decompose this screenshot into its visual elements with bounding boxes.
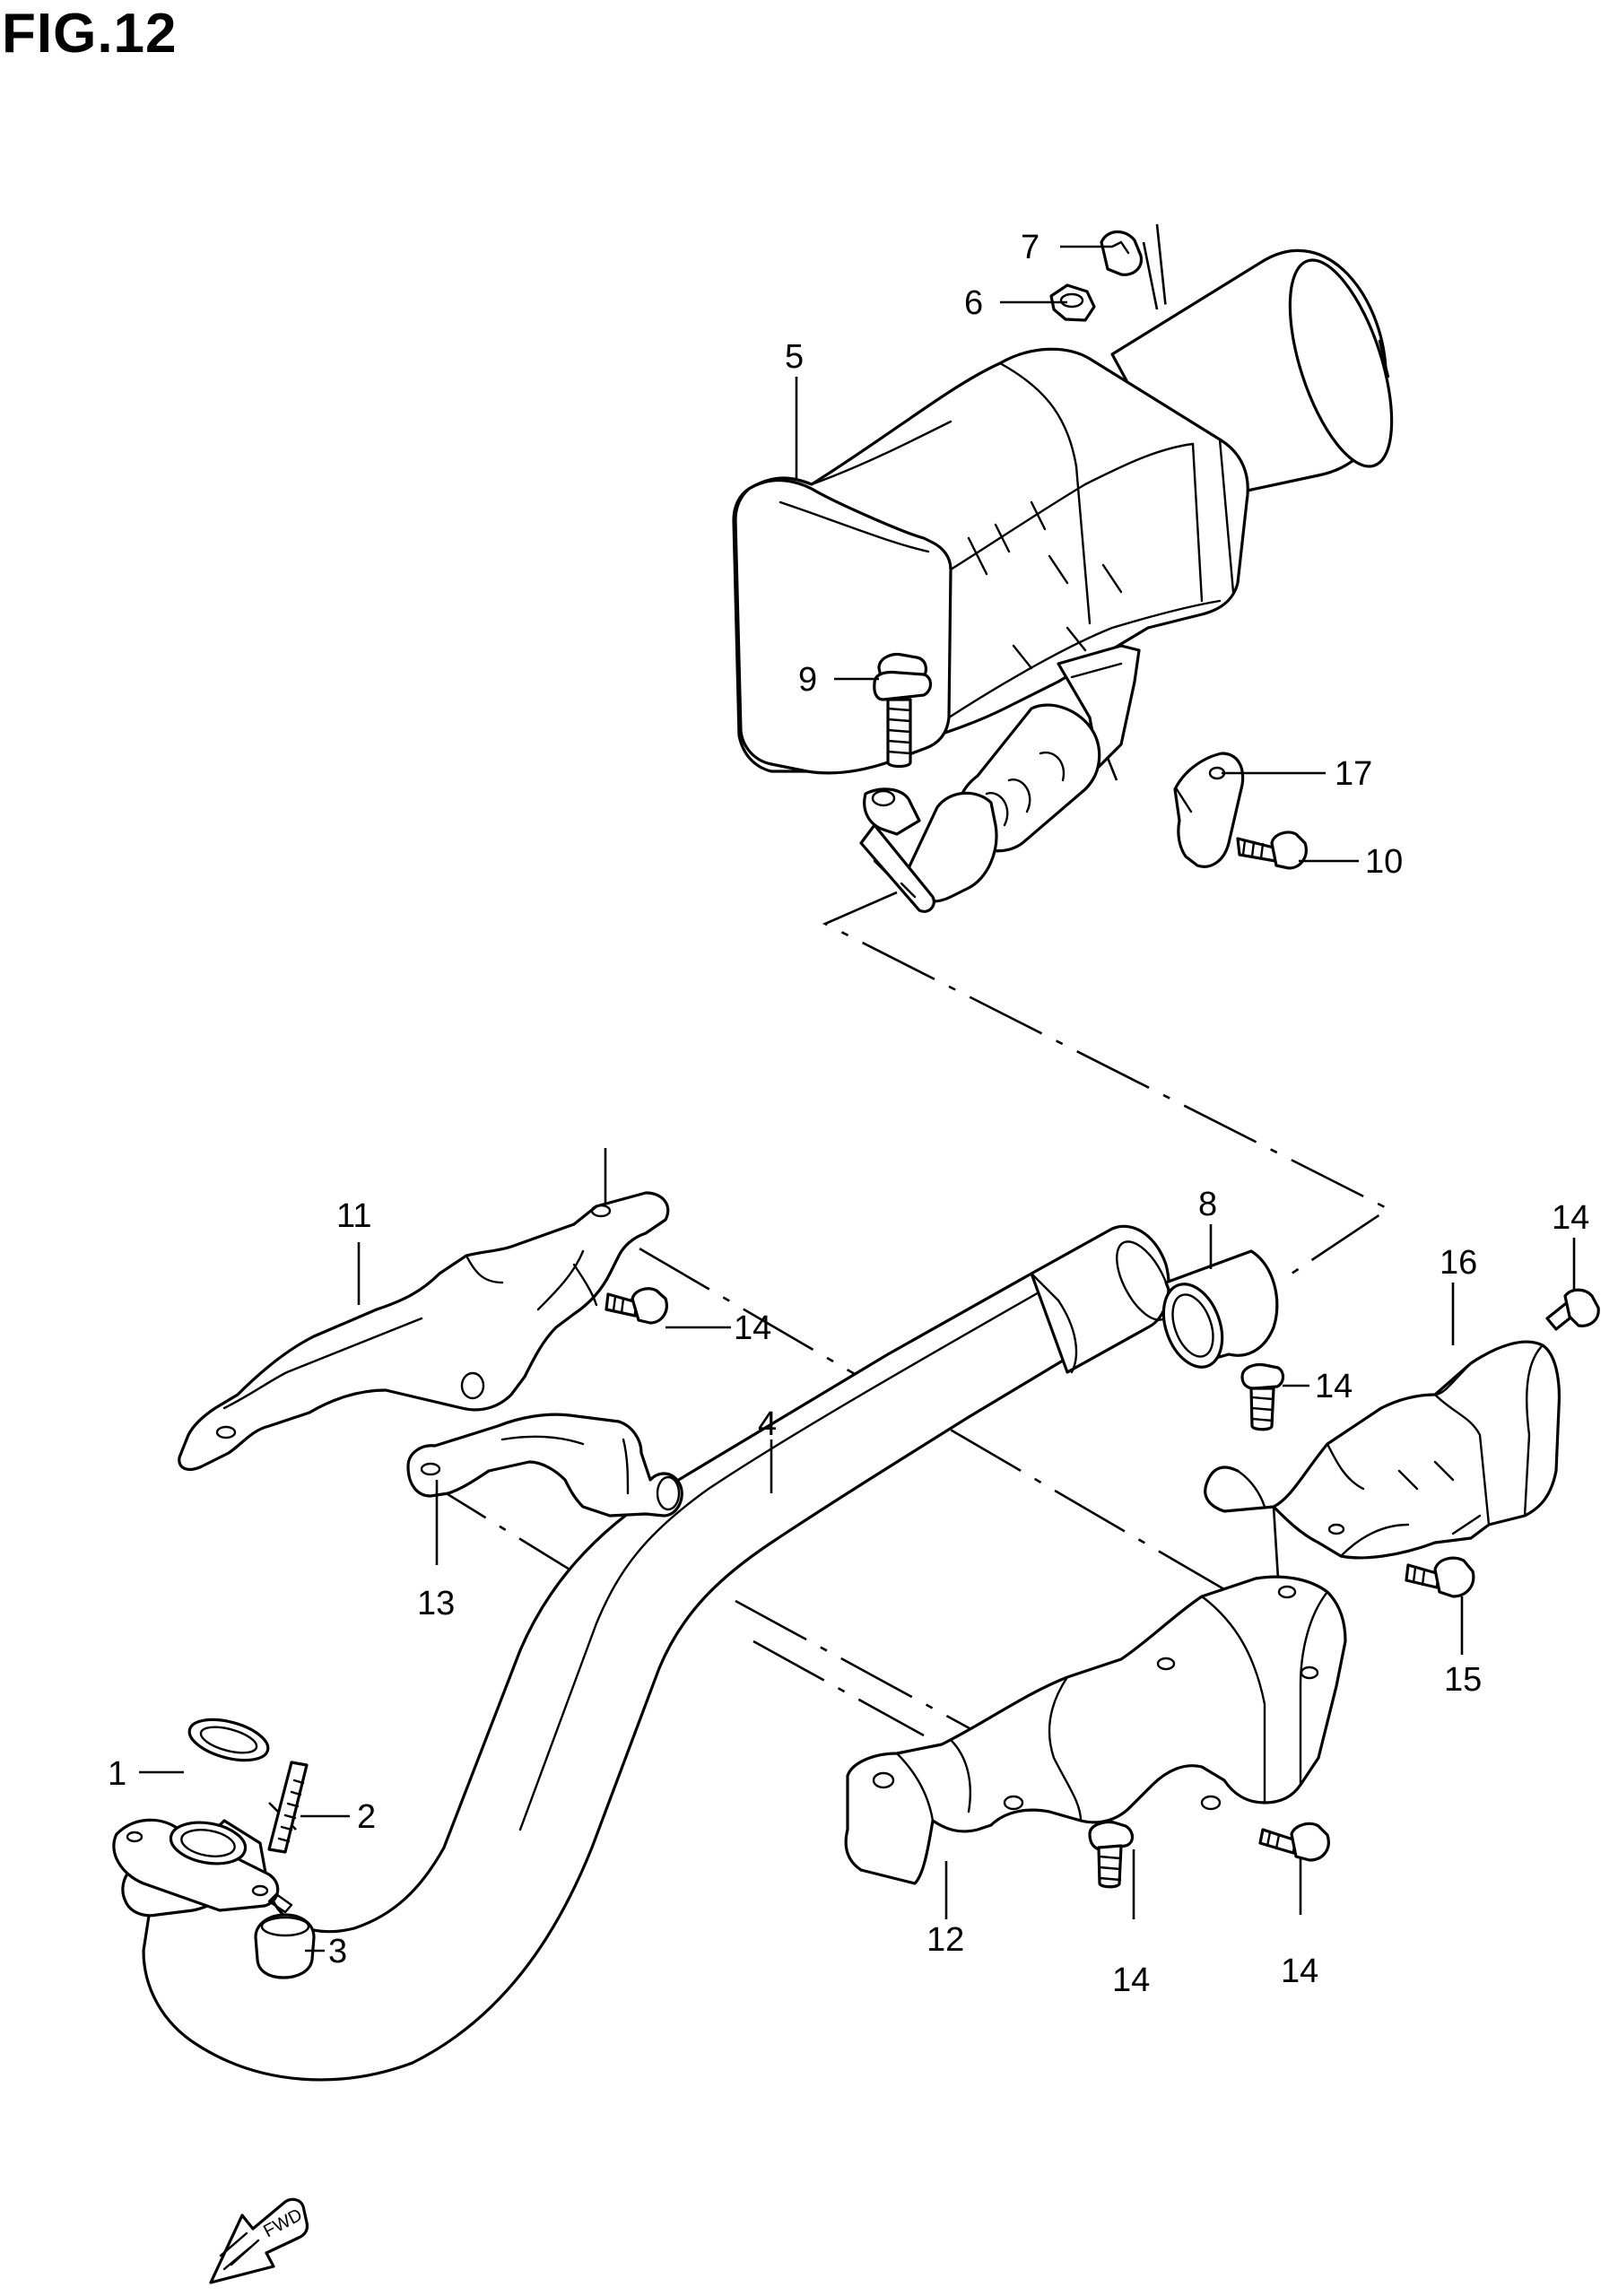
callout-3: 3 — [328, 1933, 347, 1970]
callout-8: 8 — [1198, 1186, 1217, 1223]
callout-16: 16 — [1440, 1244, 1477, 1282]
muffler — [732, 248, 1394, 913]
bracket-11 — [178, 1191, 670, 1471]
screw-14-e — [1258, 1822, 1330, 1862]
callout-leaders — [139, 245, 1576, 1952]
callout-7: 7 — [1021, 229, 1040, 266]
bolt-10 — [1236, 831, 1308, 870]
screw-14-c — [1240, 1362, 1285, 1431]
clamp-bracket — [1173, 752, 1245, 868]
connector-gasket — [1161, 1249, 1279, 1369]
washer-7 — [1100, 230, 1144, 276]
screw-14-d — [1088, 1820, 1135, 1889]
flange-hardware — [187, 1718, 316, 1979]
figure-title: FIG.12 — [2, 3, 178, 65]
callout-labels: 1 2 3 4 5 6 7 8 9 10 11 12 13 14 14 14 1… — [108, 229, 1589, 1999]
screw-14-b — [1545, 1288, 1600, 1331]
callout-5: 5 — [785, 338, 804, 376]
bolt-9 — [873, 652, 933, 769]
screw-14-a — [605, 1287, 668, 1325]
callout-14-a: 14 — [734, 1309, 771, 1347]
callout-1: 1 — [108, 1755, 126, 1793]
nut-6 — [1049, 283, 1096, 322]
bracket-13 — [406, 1413, 683, 1518]
callout-14-c: 14 — [1315, 1368, 1353, 1405]
callout-12: 12 — [926, 1921, 964, 1959]
callout-14-b: 14 — [1552, 1199, 1589, 1237]
callout-17: 17 — [1335, 755, 1372, 793]
heat-cover — [844, 1575, 1347, 1885]
callout-14-d: 14 — [1112, 1961, 1150, 1999]
callout-4: 4 — [758, 1405, 777, 1443]
exhaust-pipe — [112, 1224, 1171, 2082]
forward-direction-marker: FWD — [209, 2197, 309, 2284]
callout-9: 9 — [798, 661, 817, 699]
callout-10: 10 — [1365, 843, 1403, 881]
callout-13: 13 — [417, 1585, 455, 1622]
callout-14-e: 14 — [1281, 1952, 1318, 1990]
callout-6: 6 — [964, 284, 983, 322]
callout-2: 2 — [357, 1798, 376, 1836]
callout-15: 15 — [1444, 1661, 1482, 1699]
callout-11: 11 — [336, 1197, 371, 1235]
bolt-15 — [1405, 1556, 1475, 1598]
muffler-protector — [1204, 1340, 1561, 1560]
